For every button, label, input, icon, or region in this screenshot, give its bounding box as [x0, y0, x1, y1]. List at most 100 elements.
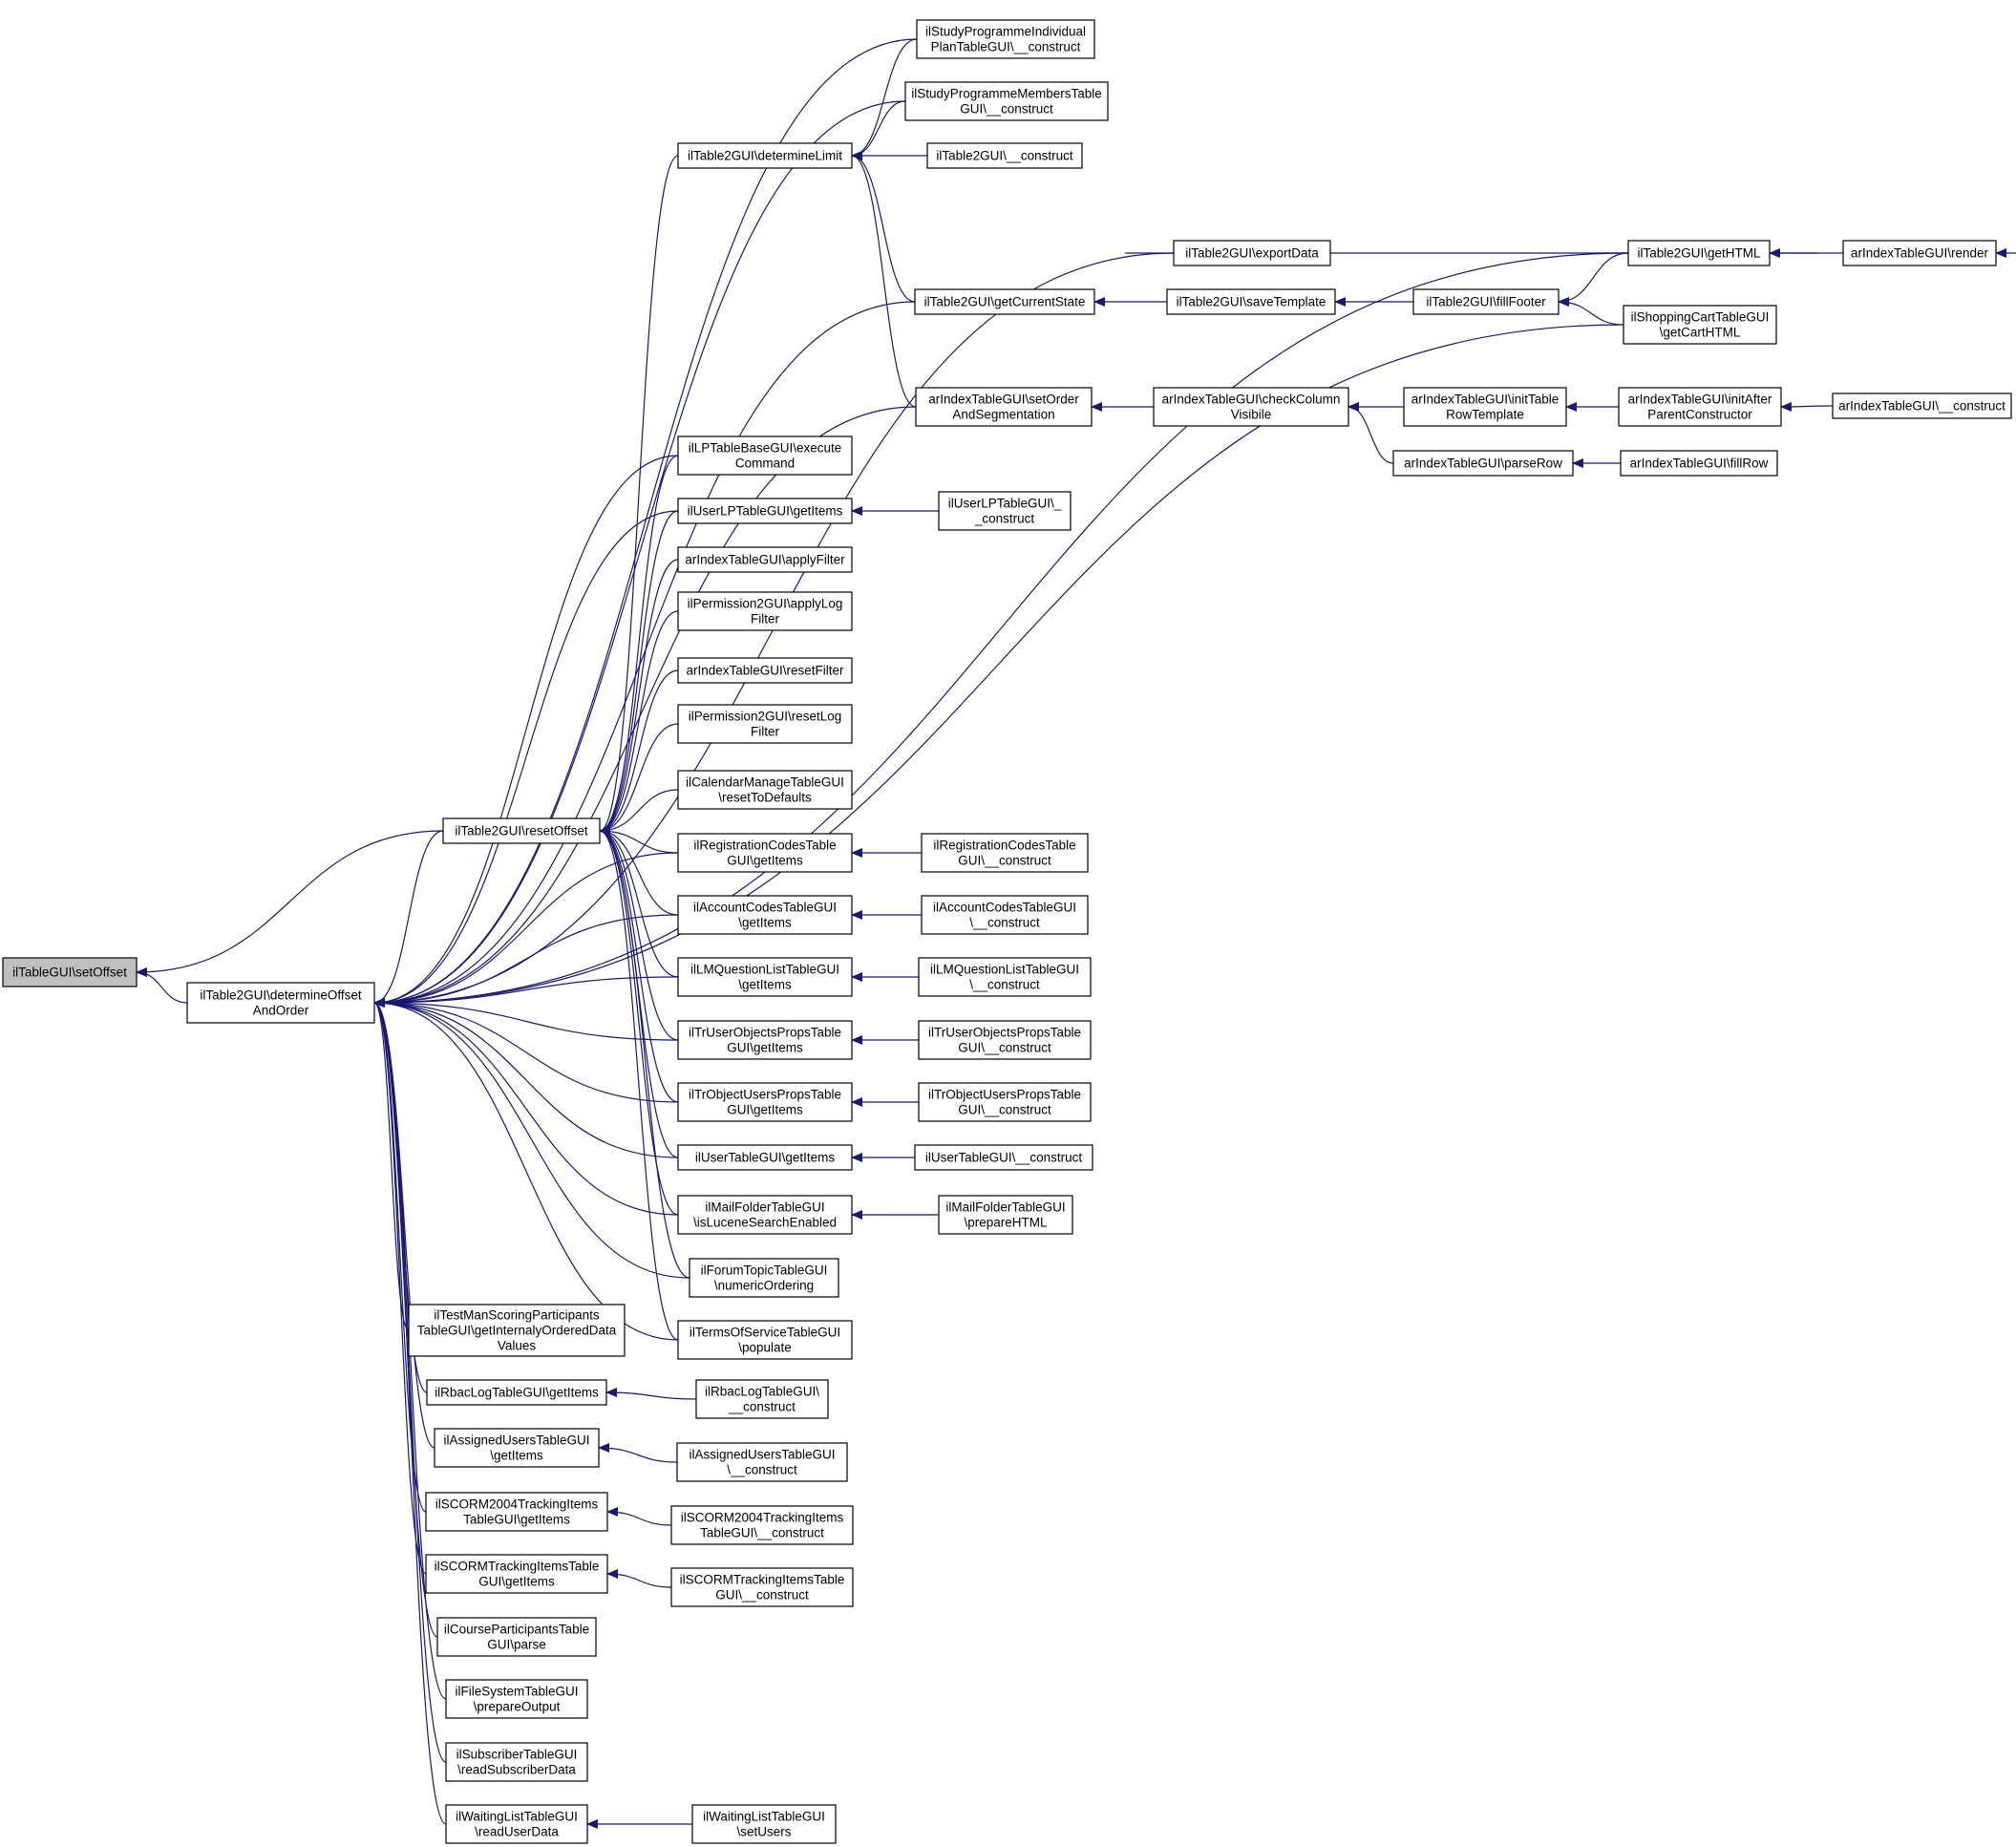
node-label: \__construct — [727, 1463, 797, 1477]
node-box — [1153, 387, 1349, 427]
node-accGet[interactable]: ilAccountCodesTableGUI\getItems — [677, 895, 853, 935]
edge-truGet-to-resetOffset — [599, 826, 679, 1041]
node-arApply[interactable]: arIndexTableGUI\applyFilter — [677, 546, 853, 573]
node-box — [1173, 240, 1331, 266]
node-box — [677, 704, 853, 744]
node-label: arIndexTableGUI\checkColumn — [1162, 393, 1341, 407]
node-spMembers[interactable]: ilStudyProgrammeMembersTableGUI\__constr… — [904, 81, 1109, 121]
node-getCurrentState[interactable]: ilTable2GUI\getCurrentState — [914, 288, 1095, 315]
node-arRender[interactable]: arIndexTableGUI\render — [1842, 240, 1997, 266]
node-box — [938, 491, 1072, 531]
node-saveTemplate[interactable]: ilTable2GUI\saveTemplate — [1166, 288, 1336, 315]
node-label: ilTable2GUI\__construct — [936, 149, 1073, 163]
node-label: GUI\getItems — [478, 1575, 555, 1589]
node-mailLucene[interactable]: ilMailFolderTableGUI\isLuceneSearchEnabl… — [677, 1195, 853, 1235]
node-label: ilRbacLogTableGUI\ — [705, 1385, 819, 1399]
node-box — [442, 817, 601, 844]
node-label: \getItems — [738, 978, 792, 992]
node-forumNum[interactable]: ilForumTopicTableGUI\numericOrdering — [689, 1258, 839, 1298]
node-arFillRow[interactable]: arIndexTableGUI\fillRow — [1620, 450, 1778, 477]
node-arParseRow[interactable]: arIndexTableGUI\parseRow — [1392, 450, 1574, 477]
node-calReset[interactable]: ilCalendarManageTableGUI\resetToDefaults — [677, 770, 853, 810]
node-userCon[interactable]: ilUserTableGUI\__construct — [914, 1144, 1093, 1171]
node-userLPGet[interactable]: ilUserLPTableGUI\getItems — [677, 498, 853, 524]
node-box — [904, 81, 1109, 121]
node-box — [677, 1082, 853, 1122]
edge-arConstruct-to-arInitAfter — [1780, 401, 1834, 412]
node-rbacGet[interactable]: ilRbacLogTableGUI\getItems — [426, 1379, 607, 1406]
nodes-layer: ilTableGUI\setOffset ilTable2GUI\determin… — [2, 19, 2012, 1844]
node-fileSys[interactable]: ilFileSystemTableGUI\prepareOutput — [445, 1679, 588, 1719]
node-label: PlanTableGUI\__construct — [931, 40, 1081, 54]
edge-shopCart-to-fillFooter — [1558, 297, 1624, 326]
node-label: arIndexTableGUI\parseRow — [1404, 456, 1562, 471]
edge-resetOffset-to-detOffsetOrder — [373, 830, 444, 1008]
node-waitSet[interactable]: ilWaitingListTableGUI\setUsers — [691, 1804, 837, 1844]
node-testMan[interactable]: ilTestManScoringParticipantsTableGUI\get… — [408, 1304, 626, 1357]
node-label: \setUsers — [736, 1825, 791, 1839]
node-assGet[interactable]: ilAssignedUsersTableGUI\getItems — [434, 1428, 600, 1468]
node-label: ilTable2GUI\saveTemplate — [1177, 295, 1326, 309]
node-getHTML[interactable]: ilTable2GUI\getHTML — [1627, 240, 1771, 266]
node-assCon[interactable]: ilAssignedUsersTableGUI\__construct — [676, 1442, 848, 1482]
node-fillFooter[interactable]: ilTable2GUI\fillFooter — [1412, 288, 1560, 315]
node-box — [1392, 450, 1574, 477]
node-resetOffset[interactable]: ilTable2GUI\resetOffset — [442, 817, 601, 844]
node-subscriber[interactable]: ilSubscriberTableGUI\readSubscriberData — [445, 1742, 588, 1782]
node-label: arIndexTableGUI\applyFilter — [685, 553, 845, 567]
node-mailPrep[interactable]: ilMailFolderTableGUI\prepareHTML — [938, 1195, 1073, 1235]
node-sc2004Con[interactable]: ilSCORM2004TrackingItemsTableGUI\__const… — [670, 1505, 854, 1545]
edge-determineLimit-to-resetOffset — [599, 155, 679, 836]
node-label: ilSCORMTrackingItemsTable — [680, 1573, 845, 1587]
edge-permApply-to-resetOffset — [599, 610, 679, 836]
node-waitRead[interactable]: ilWaitingListTableGUI\readUserData — [445, 1804, 588, 1844]
node-accCon[interactable]: ilAccountCodesTableGUI\__construct — [921, 895, 1089, 935]
node-determineLimit[interactable]: ilTable2GUI\determineLimit — [677, 142, 853, 169]
node-shopCart[interactable]: ilShoppingCartTableGUI\getCartHTML — [1623, 305, 1777, 345]
node-box — [921, 833, 1089, 873]
node-arReset[interactable]: arIndexTableGUI\resetFilter — [677, 657, 853, 684]
node-exportData[interactable]: ilTable2GUI\exportData — [1173, 240, 1331, 266]
node-termsPop[interactable]: ilTermsOfServiceTableGUI\populate — [677, 1320, 853, 1360]
node-label: ilPermission2GUI\resetLog — [689, 710, 842, 724]
node-box — [914, 288, 1095, 315]
node-label: ilAccountCodesTableGUI — [693, 901, 837, 915]
node-arConstruct[interactable]: arIndexTableGUI\__construct — [1832, 393, 2012, 419]
edge-rbacCon-to-rbacGet — [605, 1388, 697, 1400]
edge-getCurrentState-to-detOffsetOrder — [373, 301, 916, 1008]
node-sc2004Get[interactable]: ilSCORM2004TrackingItemsTableGUI\getItem… — [425, 1492, 608, 1532]
node-userGet[interactable]: ilUserTableGUI\getItems — [677, 1144, 853, 1171]
node-label: TableGUI\getItems — [463, 1513, 570, 1527]
node-t2Construct[interactable]: ilTable2GUI\__construct — [926, 142, 1083, 169]
node-userLPCon[interactable]: ilUserLPTableGUI\__construct — [938, 491, 1072, 531]
node-lmqCon[interactable]: ilLMQuestionListTableGUI\__construct — [918, 957, 1092, 997]
node-arInitAfter[interactable]: arIndexTableGUI\initAfterParentConstruct… — [1618, 387, 1782, 427]
node-label: arIndexTableGUI\resetFilter — [686, 664, 844, 678]
node-setOffset[interactable]: ilTableGUI\setOffset — [2, 957, 138, 987]
node-box — [916, 19, 1095, 59]
node-lmqGet[interactable]: ilLMQuestionListTableGUI\getItems — [677, 957, 853, 997]
node-box — [1627, 240, 1771, 266]
edge-forumNum-to-resetOffset — [599, 826, 690, 1279]
node-spIndivPlan[interactable]: ilStudyProgrammeIndividualPlanTableGUI\_… — [916, 19, 1095, 59]
node-label: ilTrObjectUsersPropsTable — [928, 1088, 1081, 1102]
node-label: arIndexTableGUI\render — [1851, 246, 1989, 261]
node-label: ilTable2GUI\determineLimit — [688, 149, 842, 163]
node-rbacCon[interactable]: ilRbacLogTableGUI\__construct — [695, 1379, 829, 1419]
